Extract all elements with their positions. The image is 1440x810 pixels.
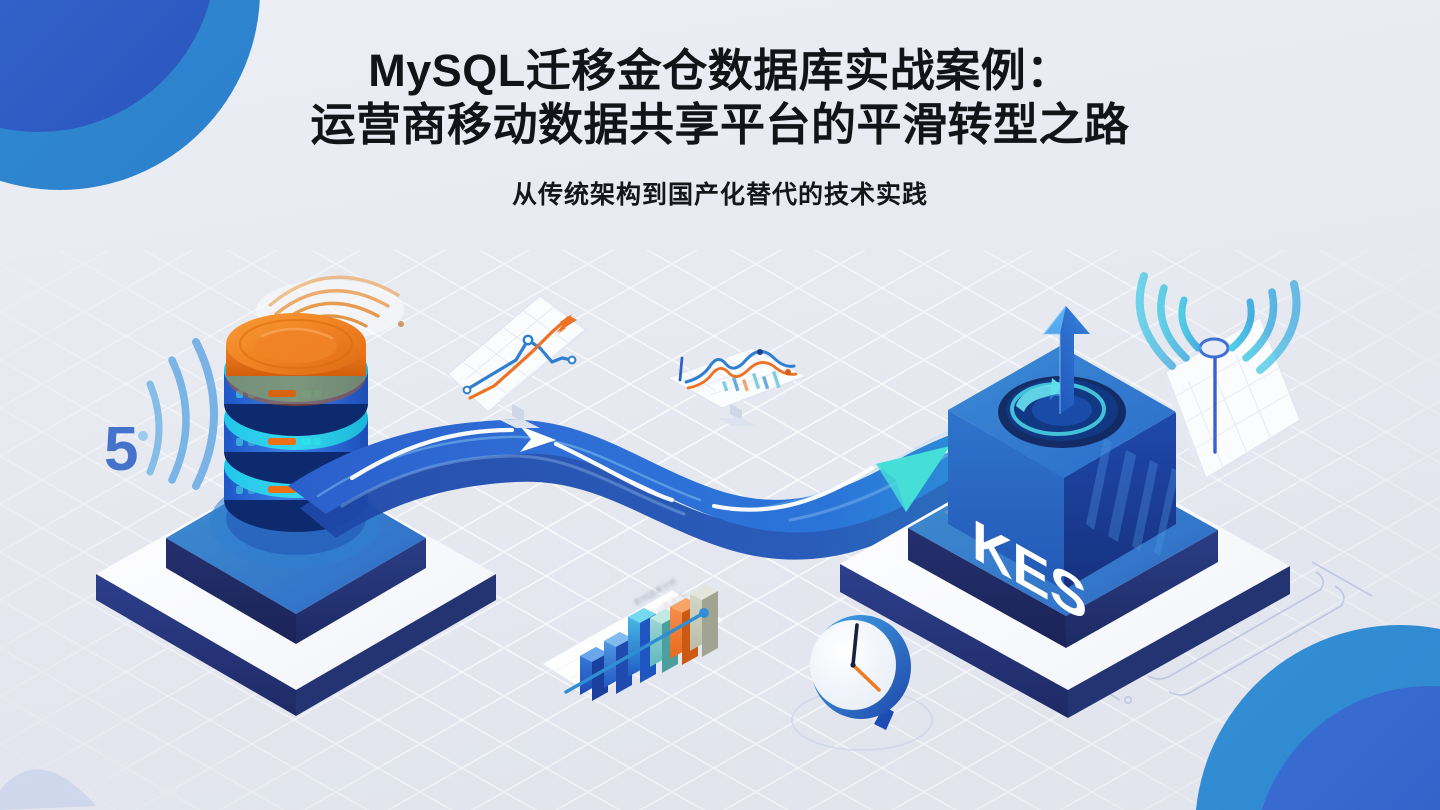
corner-accent-bottom-left bbox=[0, 769, 96, 810]
5g-signal-icon: 5 bbox=[104, 338, 218, 490]
mysql-orange-cap bbox=[226, 313, 366, 406]
5g-label: 5 bbox=[104, 415, 138, 484]
wave-chart-monitor bbox=[666, 347, 808, 426]
bar-chart-card: 影响因素分析 · 计10包含内 bbox=[541, 576, 725, 701]
broadcast-antenna bbox=[1135, 272, 1301, 488]
upward-arrow bbox=[1042, 305, 1090, 414]
clock-foot-right bbox=[874, 706, 894, 730]
kes-database-cube: KES bbox=[948, 305, 1176, 634]
flow-arrow-white bbox=[520, 426, 556, 452]
alarm-clock bbox=[791, 615, 933, 751]
page-title-line-2: 运营商移动数据共享平台的平滑转型之路 bbox=[310, 99, 1130, 150]
page-subtitle: 从传统架构到国产化替代的技术实践 bbox=[511, 181, 928, 209]
minute-hand bbox=[851, 663, 881, 692]
title-block: MySQL迁移金仓数据库实战案例： 运营商移动数据共享平台的平滑转型之路 从传统… bbox=[0, 44, 1440, 212]
corner-blob-top-left bbox=[0, 0, 260, 190]
hour-hand bbox=[851, 623, 859, 667]
corner-blob-bottom-right bbox=[1196, 625, 1440, 810]
page-title-line-1: MySQL迁移金仓数据库实战案例： bbox=[368, 45, 1072, 96]
line-chart-monitor bbox=[447, 295, 589, 428]
